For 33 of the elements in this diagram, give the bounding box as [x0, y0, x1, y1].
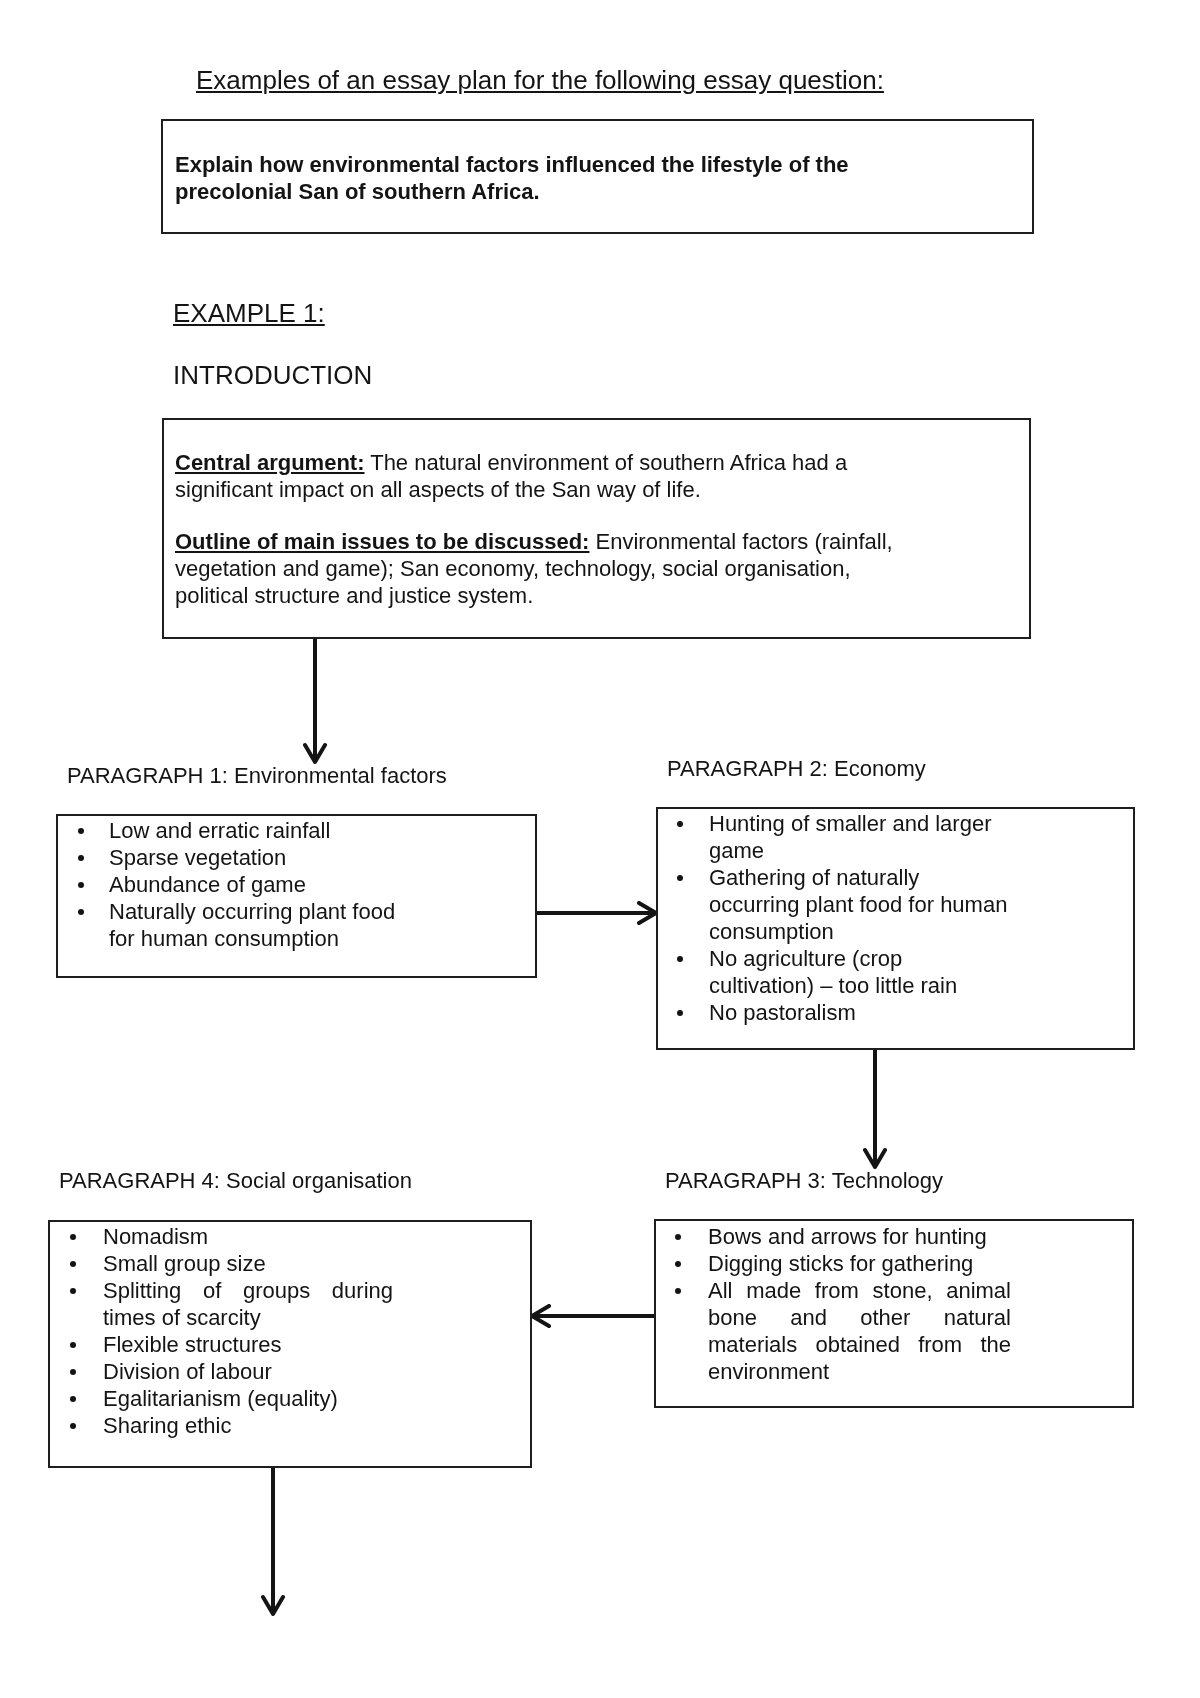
- arrow: [863, 1050, 887, 1169]
- bullet-text: Abundance of game: [109, 871, 307, 898]
- bullet-text: Egalitarianism (equality): [103, 1385, 339, 1412]
- bullet-text: Gathering of naturally occurring plant food for human consumption: [709, 864, 1009, 945]
- arrow: [303, 639, 327, 764]
- bullet-text: Sharing ethic: [103, 1412, 233, 1439]
- section-heading: EXAMPLE 1:: [173, 298, 325, 328]
- arrow: [537, 901, 658, 925]
- bullet-text: No agriculture (crop cultivation) – too little rain: [709, 945, 959, 999]
- bullet-text: Splitting of groups during times of scarcity: [103, 1277, 393, 1331]
- section-heading: PARAGRAPH 1: Environmental factors: [67, 762, 447, 789]
- paragraph-text: Outline of main issues to be discussed: Environmental factors (rainfall, vegetation and game); San economy, technology, social organisation, political structure and justice system.: [175, 528, 894, 609]
- section-heading: PARAGRAPH 3: Technology: [665, 1167, 943, 1194]
- bullet-text: No pastoralism: [709, 999, 857, 1026]
- bullet-text: Small group size: [103, 1250, 267, 1277]
- bullet-text: Low and erratic rainfall: [109, 817, 332, 844]
- bullet-text: Division of labour: [103, 1358, 273, 1385]
- bullet-text: Sparse vegetation: [109, 844, 288, 871]
- bullet-text: All made from stone, animal bone and other natural materials obtained from the environment: [708, 1277, 1011, 1385]
- page-title: Examples of an essay plan for the following essay question:: [196, 64, 884, 96]
- bullet-text: Bows and arrows for hunting: [708, 1223, 988, 1250]
- section-heading: INTRODUCTION: [173, 360, 373, 390]
- section-heading: PARAGRAPH 4: Social organisation: [59, 1167, 412, 1194]
- bullet-text: Hunting of smaller and larger game: [709, 810, 993, 864]
- bullet-text: Digging sticks for gathering: [708, 1250, 975, 1277]
- bullet-text: Naturally occurring plant food for human consumption: [109, 898, 397, 952]
- bullet-text: Flexible structures: [103, 1331, 283, 1358]
- question-text: Explain how environmental factors influenced the lifestyle of the precolonial San of southern Africa.: [175, 151, 850, 205]
- bullet-text: Nomadism: [103, 1223, 210, 1250]
- paragraph-text: Central argument: The natural environment of southern Africa had a significant impact on all aspects of the San way of life.: [175, 449, 849, 503]
- question-box: [161, 119, 1034, 234]
- section-heading: PARAGRAPH 2: Economy: [667, 755, 926, 782]
- arrow: [261, 1468, 285, 1616]
